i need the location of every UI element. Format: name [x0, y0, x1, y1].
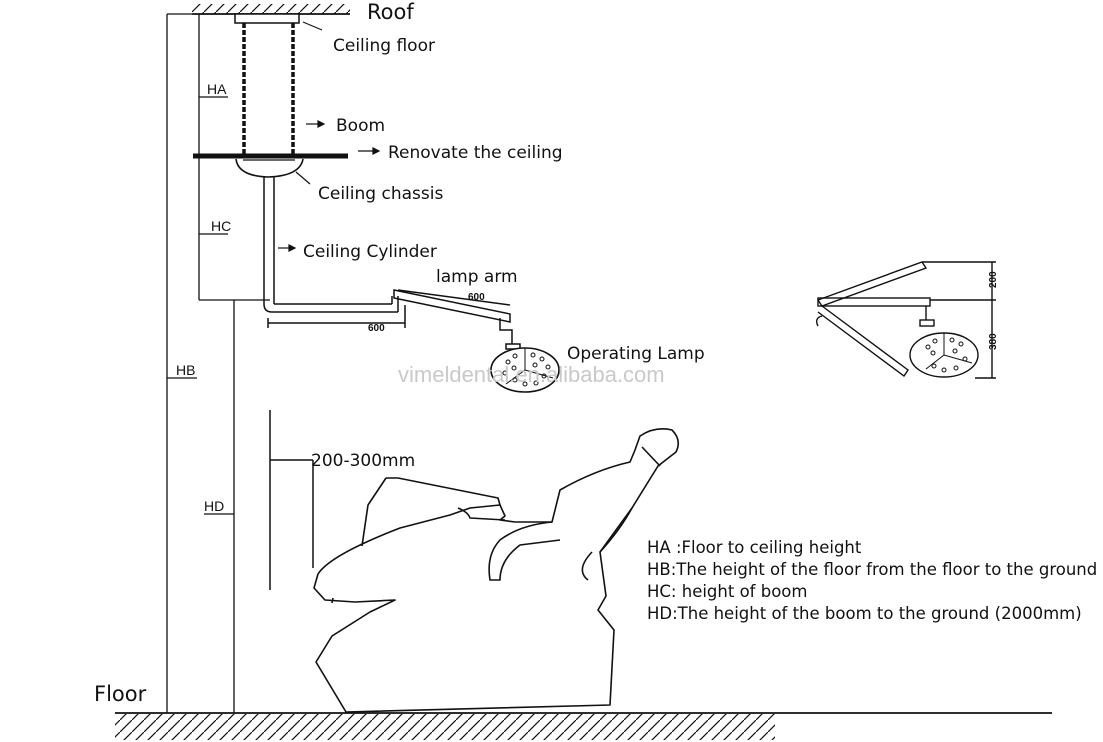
label-ceiling-floor: Ceiling floor [333, 36, 435, 56]
legend: HA :Floor to ceiling height HB:The heigh… [647, 538, 1097, 623]
offset-bracket [269, 410, 314, 590]
ceiling-cylinder-and-arm [263, 177, 521, 350]
label-boom: Boom [336, 116, 385, 136]
dim-hd: HD [204, 498, 224, 514]
dim-hb: HB [176, 362, 195, 378]
label-lamp-arm: lamp arm [436, 267, 518, 287]
dimension-labels: HA HC HB HD 200-300mm 600 600 200 380 [176, 81, 999, 514]
label-ceiling-cylinder: Ceiling Cylinder [303, 242, 437, 262]
watermark: vimeldental.en.alibaba.com [398, 362, 665, 387]
operating-lamp [490, 347, 560, 393]
labels: Roof Ceiling floor Boom Renovate the cei… [94, 0, 705, 706]
legend-hc: HC: height of boom [647, 582, 807, 601]
legend-hb: HB:The height of the floor from the floo… [647, 560, 1097, 579]
roof-structure [192, 4, 350, 15]
label-floor: Floor [94, 682, 147, 706]
dim-arm-lower: 600 [368, 323, 385, 334]
pointer-arrows [278, 21, 381, 252]
legend-ha: HA :Floor to ceiling height [647, 538, 862, 557]
label-ceiling-chassis: Ceiling chassis [318, 184, 443, 204]
dim-offset: 200-300mm [311, 451, 415, 471]
legend-hd: HD:The height of the boom to the ground … [647, 604, 1082, 623]
dim-arm-upper: 600 [468, 292, 485, 303]
dim-side-200: 200 [988, 271, 999, 288]
label-operating-lamp: Operating Lamp [567, 344, 705, 364]
dim-side-380: 380 [988, 333, 999, 350]
dim-ha: HA [207, 81, 227, 97]
label-roof: Roof [367, 0, 414, 24]
label-renovate-ceiling: Renovate the ceiling [388, 143, 563, 163]
side-view-lamp [815, 261, 996, 379]
dim-hc: HC [211, 218, 231, 234]
boom [193, 13, 348, 178]
dental-chair [313, 428, 680, 713]
floor-structure [115, 712, 1052, 740]
